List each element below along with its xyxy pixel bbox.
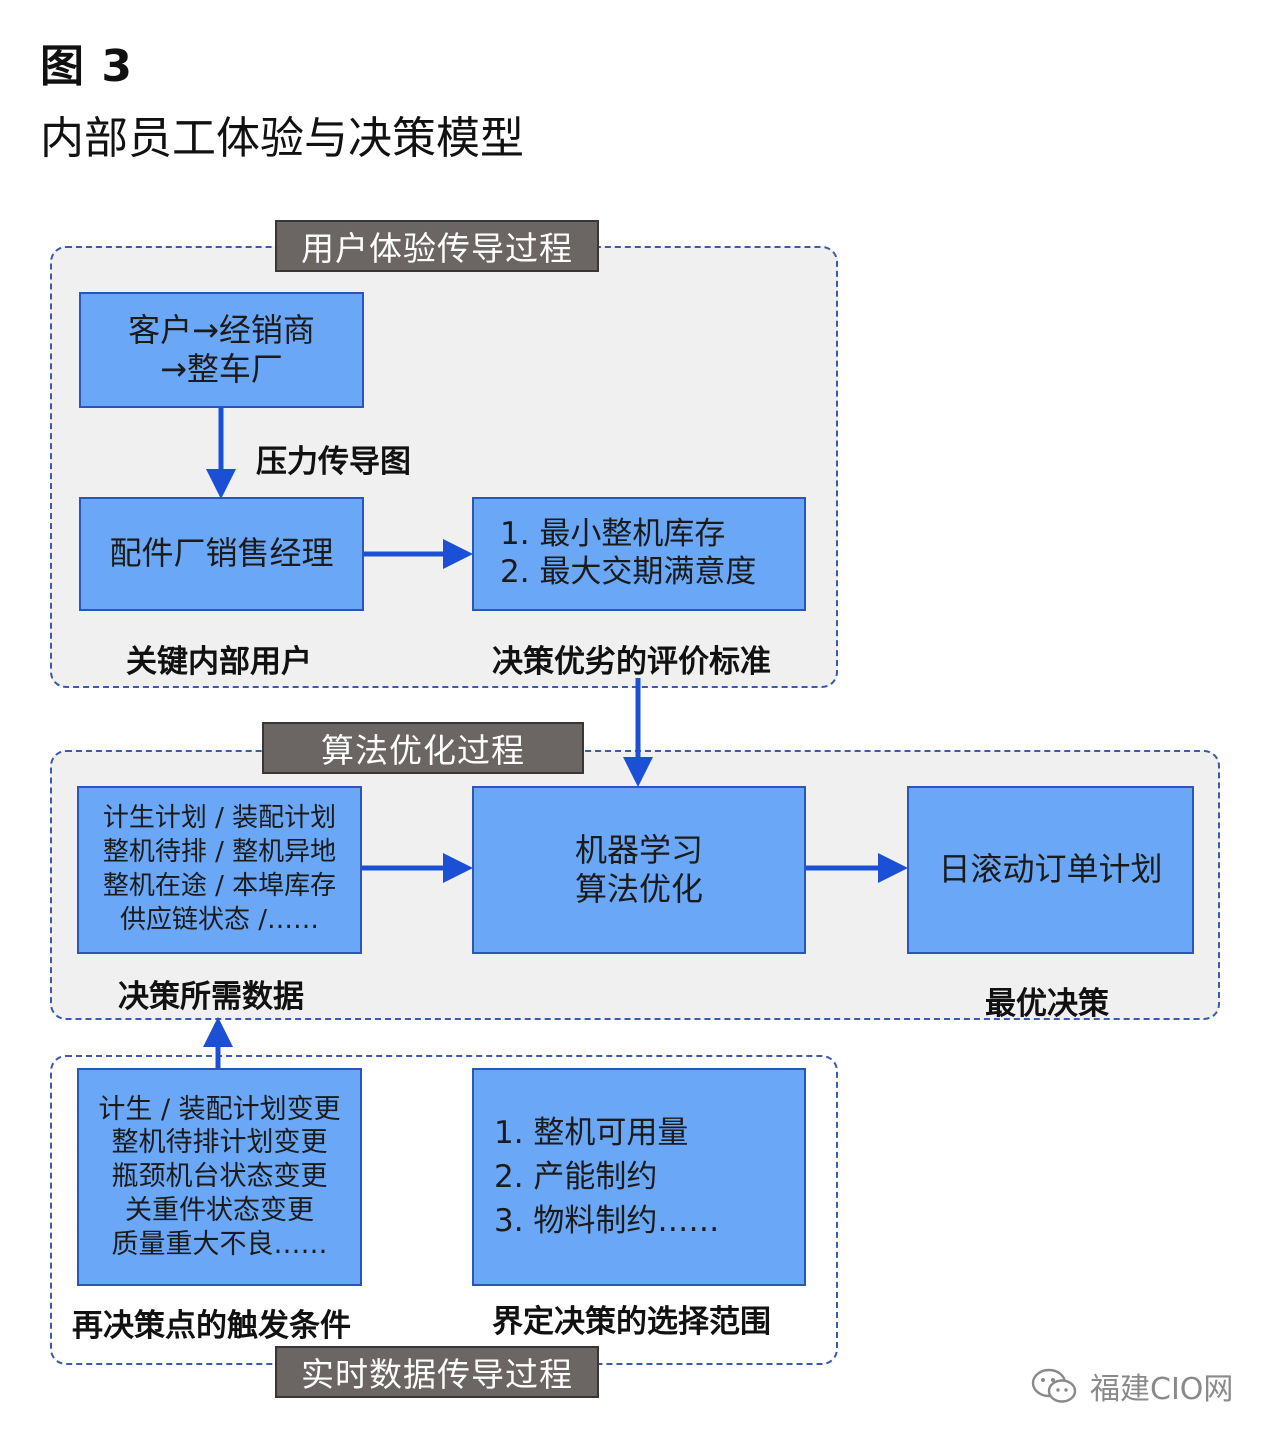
evaluation-criteria-line: 1. 最小整机库存 [500, 516, 726, 553]
caption-optimal-decision: 最优决策 [985, 986, 1109, 1022]
selection-scope-line: 1. 整机可用量 [494, 1114, 689, 1151]
section-tag-realtime: 实时数据传导过程 [275, 1346, 599, 1398]
caption-scope: 界定决策的选择范围 [492, 1304, 771, 1340]
caption-evaluation-standard: 决策优劣的评价标准 [492, 644, 771, 680]
machine-learning-line: 算法优化 [574, 870, 703, 908]
figure-label: 图 3 [40, 41, 133, 92]
trigger-conditions-line: 计生 / 装配计划变更 [98, 1093, 341, 1125]
caption-required-data: 决策所需数据 [118, 979, 304, 1015]
figure-title: 内部员工体验与决策模型 [40, 113, 524, 164]
trigger-conditions-line: 关重件状态变更 [125, 1194, 314, 1226]
machine-learning-box: 机器学习 算法优化 [472, 786, 806, 954]
decision-data-line: 计生计划 / 装配计划 [102, 803, 337, 834]
sales-manager-box: 配件厂销售经理 [79, 497, 364, 611]
machine-learning-line: 机器学习 [574, 830, 703, 869]
caption-pressure-map: 压力传导图 [256, 444, 411, 480]
decision-data-line: 供应链状态 /…… [119, 904, 320, 935]
trigger-conditions-line: 整机待排计划变更 [111, 1127, 328, 1159]
wechat-icon [1031, 1368, 1077, 1403]
evaluation-criteria-line: 2. 最大交期满意度 [500, 554, 757, 590]
sales-manager-line: 配件厂销售经理 [109, 534, 334, 573]
daily-plan-line: 日滚动订单计划 [938, 850, 1163, 889]
decision-data-line: 整机在途 / 本埠库存 [102, 871, 337, 901]
selection-scope-box: 1. 整机可用量 2. 产能制约 3. 物料制约…… [472, 1068, 806, 1286]
customer-chain-line: →整车厂 [160, 350, 283, 388]
selection-scope-line: 3. 物料制约…… [494, 1203, 720, 1239]
selection-scope-line: 2. 产能制约 [494, 1158, 658, 1195]
customer-chain-box: 客户→经销商 →整车厂 [79, 292, 364, 408]
trigger-conditions-line: 质量重大不良…… [111, 1228, 328, 1260]
customer-chain-line: 客户→经销商 [128, 310, 315, 349]
evaluation-criteria-box: 1. 最小整机库存 2. 最大交期满意度 [472, 497, 806, 611]
daily-plan-box: 日滚动订单计划 [907, 786, 1194, 954]
caption-key-internal-user: 关键内部用户 [126, 644, 312, 680]
trigger-conditions-line: 瓶颈机台状态变更 [111, 1161, 328, 1193]
trigger-conditions-box: 计生 / 装配计划变更 整机待排计划变更 瓶颈机台状态变更 关重件状态变更 质量… [77, 1068, 362, 1286]
decision-data-line: 整机待排 / 整机异地 [102, 837, 337, 868]
caption-trigger: 再决策点的触发条件 [72, 1308, 351, 1344]
watermark: 福建CIO网 [1030, 1364, 1233, 1408]
decision-data-box: 计生计划 / 装配计划 整机待排 / 整机异地 整机在途 / 本埠库存 供应链状… [77, 786, 362, 954]
section-tag-algorithm: 算法优化过程 [262, 722, 584, 774]
section-tag-user-experience: 用户体验传导过程 [275, 220, 599, 272]
watermark-text: 福建CIO网 [1090, 1372, 1234, 1407]
